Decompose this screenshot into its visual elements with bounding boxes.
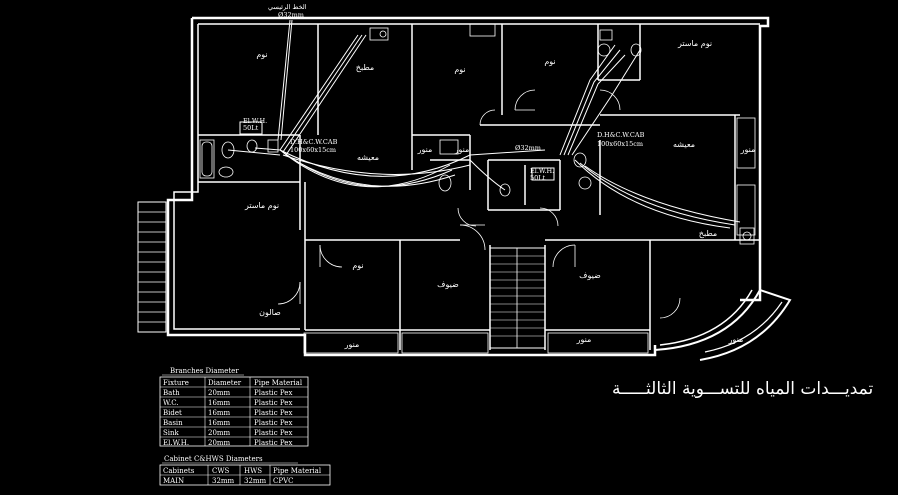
cabinets	[239, 121, 555, 181]
sanitary-fixtures	[199, 27, 755, 245]
windows	[303, 23, 756, 354]
door-swings	[277, 89, 681, 319]
outer-walls	[166, 16, 792, 361]
interior-walls	[198, 24, 760, 350]
stairs-center	[489, 247, 546, 349]
stairs-left	[137, 201, 167, 333]
water-pipes	[227, 19, 741, 229]
